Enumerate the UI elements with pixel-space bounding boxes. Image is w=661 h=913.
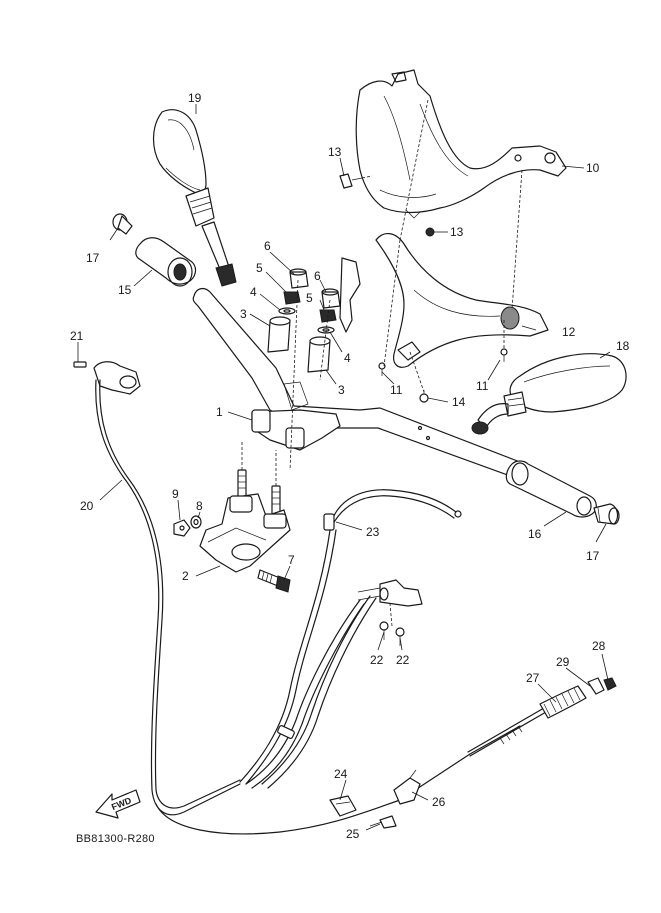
callout-8: 8 (196, 499, 203, 513)
callout-11-right: 11 (476, 379, 489, 393)
bolt-25 (369, 815, 397, 829)
callout-20: 20 (80, 499, 94, 513)
callout-5-left: 5 (256, 261, 263, 275)
handlebar-holder-upper (251, 381, 341, 451)
washer-8 (190, 515, 202, 529)
callout-5-right: 5 (306, 291, 313, 305)
collar-3-right (307, 336, 331, 373)
bracket-24 (329, 795, 357, 817)
callout-22-left: 22 (370, 653, 384, 667)
callout-18: 18 (616, 339, 630, 353)
callout-2: 2 (182, 569, 189, 583)
callout-3-right: 3 (338, 383, 345, 397)
lever-assembly (357, 579, 423, 607)
diagram-code: BB81300-R280 (76, 833, 155, 845)
handlebar-cover-upper (355, 69, 567, 219)
callout-13-upper: 13 (328, 145, 342, 159)
fwd-arrow: FWD (95, 789, 141, 819)
nut-9 (173, 519, 191, 537)
callout-13-lower: 13 (450, 225, 464, 239)
mirror-right (471, 353, 627, 435)
leader-lines (77, 104, 611, 831)
mirror-left (152, 109, 237, 287)
throttle-cable-23 (239, 489, 462, 785)
callout-7: 7 (288, 553, 295, 567)
callout-17-left: 17 (86, 251, 100, 265)
nut-5-left (283, 291, 301, 305)
collar-3-left (267, 316, 291, 353)
callout-1: 1 (216, 405, 223, 419)
callout-10: 10 (586, 161, 600, 175)
callout-6-right: 6 (314, 269, 321, 283)
callout-11-left: 11 (390, 383, 403, 397)
cap-nut-6-right (321, 288, 341, 309)
adjuster-nut-28 (603, 677, 617, 691)
grip-left (135, 237, 197, 287)
callout-14: 14 (452, 395, 466, 409)
cap-nut-6-left (289, 268, 309, 289)
callout-9: 9 (172, 487, 179, 501)
cable-20 (95, 379, 241, 816)
callout-16: 16 (528, 527, 542, 541)
callout-labels: 19 10 13 13 12 18 11 11 14 6 5 4 3 6 5 4… (70, 91, 630, 841)
handlebar-cover-lower (339, 233, 549, 368)
screws-22 (379, 621, 405, 646)
washer-4-left (278, 307, 296, 315)
screw-11-right (500, 348, 508, 362)
callout-28: 28 (592, 639, 606, 653)
handlebar (192, 287, 620, 525)
callout-29: 29 (556, 655, 570, 669)
grip-end-left (112, 213, 133, 235)
callout-22-right: 22 (396, 653, 410, 667)
screw-13-lower (425, 227, 435, 237)
callout-3-left: 3 (240, 307, 247, 321)
callout-4-left: 4 (250, 285, 257, 299)
bolt-7 (257, 569, 291, 593)
callout-26: 26 (432, 795, 446, 809)
callout-17-right: 17 (586, 549, 600, 563)
clamp-26 (393, 769, 421, 805)
handlebar-holder-lower (199, 493, 291, 573)
callout-21: 21 (70, 329, 84, 343)
callout-12: 12 (562, 325, 576, 339)
callout-15: 15 (118, 283, 132, 297)
callout-6-left: 6 (264, 239, 271, 253)
callout-27: 27 (526, 671, 540, 685)
cable-adjuster-27 (467, 685, 587, 757)
screw-13-upper (339, 173, 363, 189)
switch-21 (73, 361, 141, 395)
callout-24: 24 (334, 767, 348, 781)
brake-cables (245, 595, 377, 789)
rear-cable (155, 725, 521, 835)
callout-25: 25 (346, 827, 360, 841)
adjuster-nut-29 (587, 677, 605, 695)
callout-4-right: 4 (344, 351, 351, 365)
callout-19: 19 (188, 91, 202, 105)
callout-23: 23 (366, 525, 380, 539)
assembly-lines (241, 99, 523, 627)
